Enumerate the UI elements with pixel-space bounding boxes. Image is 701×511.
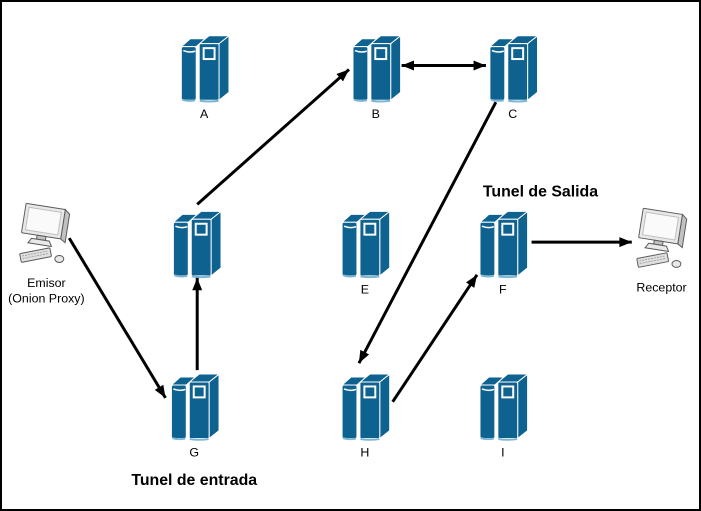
server-icon bbox=[172, 210, 223, 279]
server-label-h: H bbox=[360, 445, 369, 459]
emisor-node: Emisor (Onion Proxy) bbox=[8, 202, 85, 306]
server-icon bbox=[180, 34, 230, 103]
emisor-label-line1: (Onion Proxy) bbox=[8, 292, 84, 306]
server-icon bbox=[478, 373, 529, 441]
server-icon bbox=[478, 210, 529, 279]
arrow-d-to-b bbox=[196, 68, 351, 206]
server-icon bbox=[341, 210, 391, 279]
server-label-b: B bbox=[372, 107, 380, 121]
server-icon bbox=[341, 373, 391, 441]
server-label-e: E bbox=[361, 283, 369, 297]
server-node-e: E bbox=[341, 210, 391, 297]
server-icon bbox=[488, 34, 539, 103]
server-node-b: B bbox=[351, 34, 402, 121]
arrow-emisor-to-g bbox=[67, 237, 167, 399]
receptor-label-line0: Receptor bbox=[636, 281, 686, 295]
receptor-node: Receptor bbox=[636, 207, 688, 295]
server-icon bbox=[351, 34, 402, 103]
computer-icon bbox=[19, 202, 71, 263]
server-node-i: I bbox=[478, 373, 529, 459]
server-label-i: I bbox=[501, 445, 504, 459]
server-node-f: F bbox=[478, 210, 529, 297]
server-node-d bbox=[172, 210, 223, 279]
arrow-c-to-h bbox=[357, 101, 498, 364]
emisor-label-line0: Emisor bbox=[27, 276, 66, 290]
server-node-a: A bbox=[180, 34, 230, 121]
caption-tunel-salida: Tunel de Salida bbox=[483, 183, 598, 200]
server-icon bbox=[170, 373, 221, 441]
server-label-f: F bbox=[499, 283, 507, 297]
server-node-c: C bbox=[488, 34, 539, 121]
server-label-g: G bbox=[189, 445, 199, 459]
caption-tunel-entrada: Tunel de entrada bbox=[131, 472, 257, 489]
arrow-h-to-f bbox=[391, 274, 479, 403]
computer-icon bbox=[636, 207, 688, 268]
server-label-a: A bbox=[200, 107, 209, 121]
server-label-c: C bbox=[508, 107, 517, 121]
server-node-h: H bbox=[341, 373, 391, 459]
server-node-g: G bbox=[170, 373, 221, 459]
